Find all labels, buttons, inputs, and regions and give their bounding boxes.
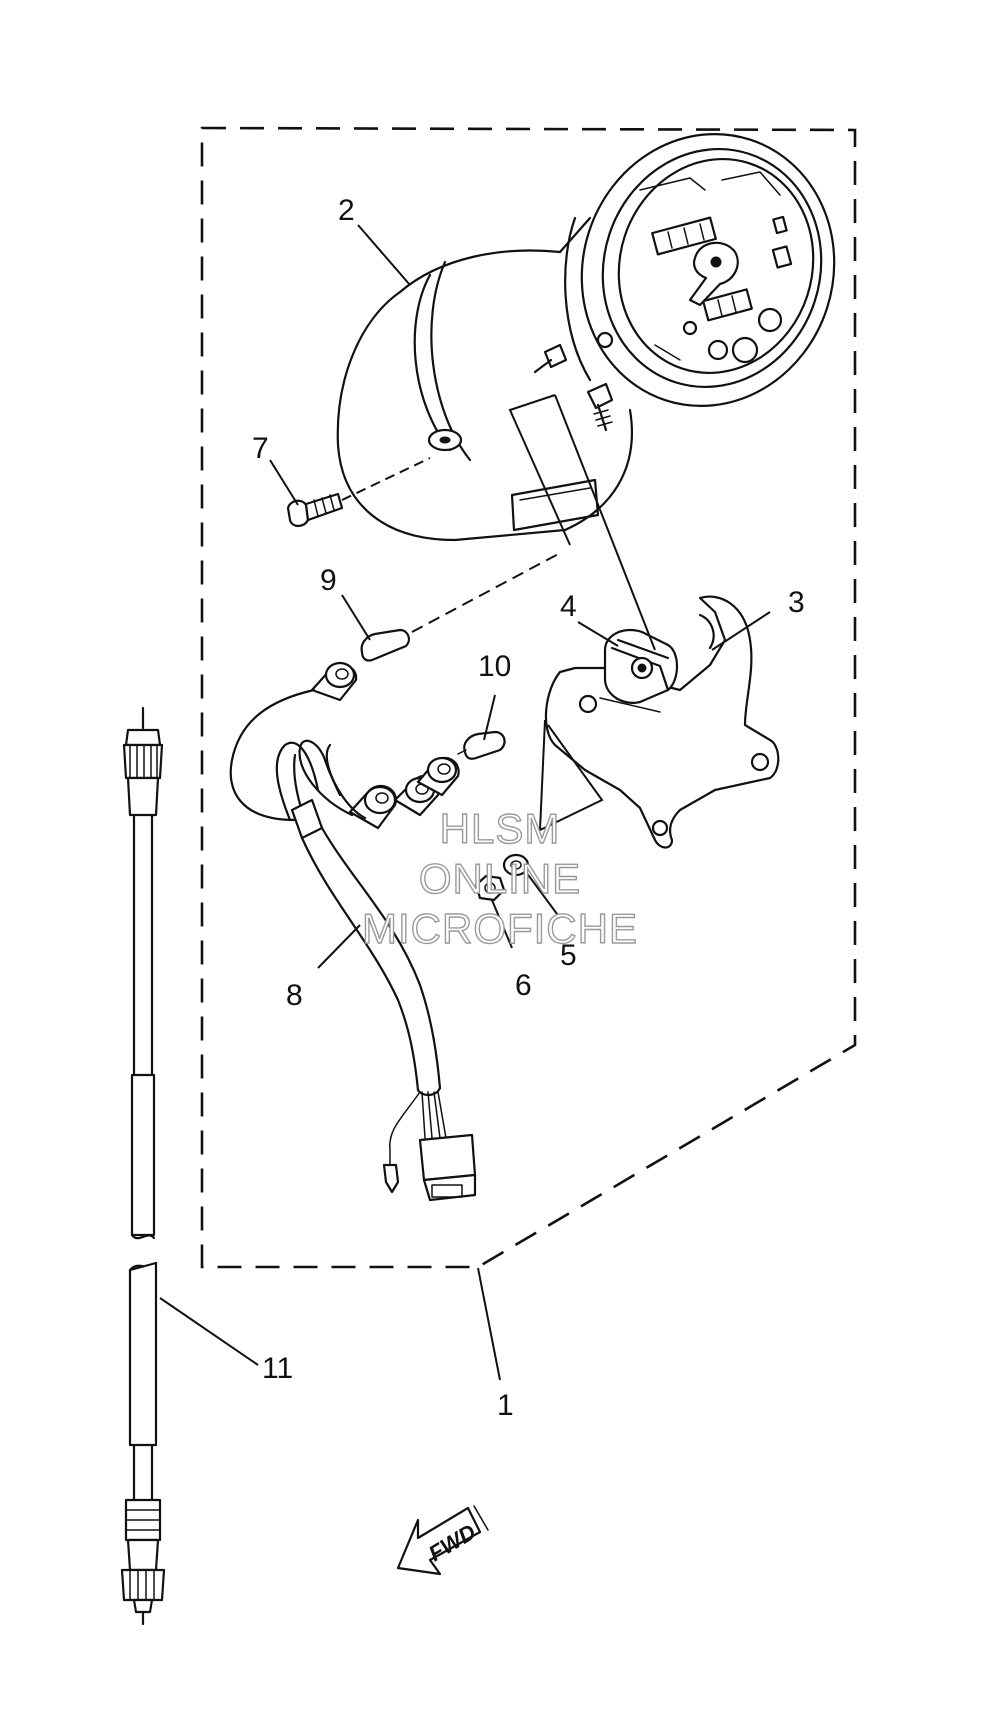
part-8-wiring-harness [229, 661, 477, 1202]
part-7-screw [286, 457, 431, 528]
speedometer-assembly [336, 133, 836, 542]
assembly-boundary-dashed [200, 126, 857, 1269]
callout-2: 2 [338, 194, 355, 227]
part-6-nut [474, 874, 506, 902]
callout-4: 4 [560, 590, 577, 623]
callout-9: 9 [320, 564, 337, 597]
callout-7: 7 [252, 432, 269, 465]
watermark-line-2: ONLINE [418, 855, 582, 902]
callout-3: 3 [788, 586, 805, 619]
part-3-bracket [544, 595, 780, 849]
watermark-line-3: MICROFICHE [361, 905, 638, 952]
callout-5: 5 [560, 939, 577, 972]
part-4-grommet [508, 394, 679, 704]
callout-1: 1 [497, 1389, 514, 1422]
callout-leaders [159, 224, 771, 1381]
callout-6: 6 [515, 969, 532, 1002]
callout-8: 8 [286, 979, 303, 1012]
callout-11: 11 [262, 1352, 293, 1385]
fwd-arrow: FWD [396, 1505, 489, 1576]
part-9-bulb [360, 551, 563, 662]
part-11-speedometer-cable [120, 706, 166, 1626]
stud-leader-line [538, 719, 604, 832]
part-5-washer [502, 853, 530, 877]
part-10-bulb [457, 730, 506, 760]
callout-10: 10 [478, 650, 511, 683]
watermark-line-1: HLSM [439, 805, 561, 852]
